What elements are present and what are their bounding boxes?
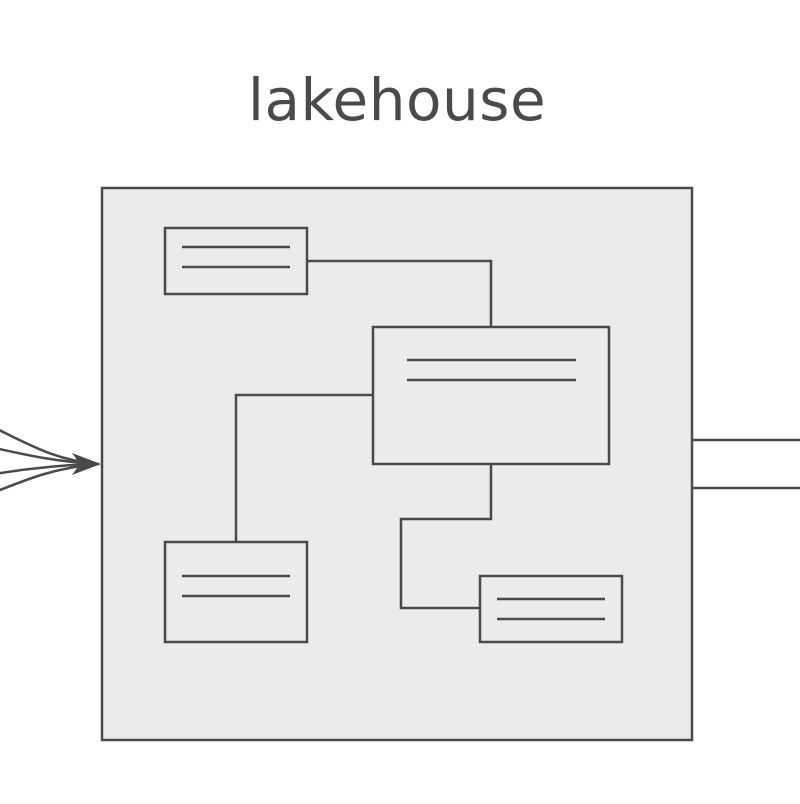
incoming-arrow-head — [72, 453, 101, 475]
connector-center-to-bottom-left — [234, 393, 373, 542]
connector-center-to-bottom-right — [399, 464, 493, 610]
table-node-top-left — [163, 226, 309, 296]
table-node-bottom-left — [163, 540, 309, 644]
table-node-bottom-right — [478, 574, 624, 644]
diagram-title: lakehouse — [247, 66, 547, 134]
table-node-center — [371, 325, 611, 466]
outgoing-pipe — [692, 438, 800, 490]
connector-top-left-to-center — [307, 259, 493, 327]
